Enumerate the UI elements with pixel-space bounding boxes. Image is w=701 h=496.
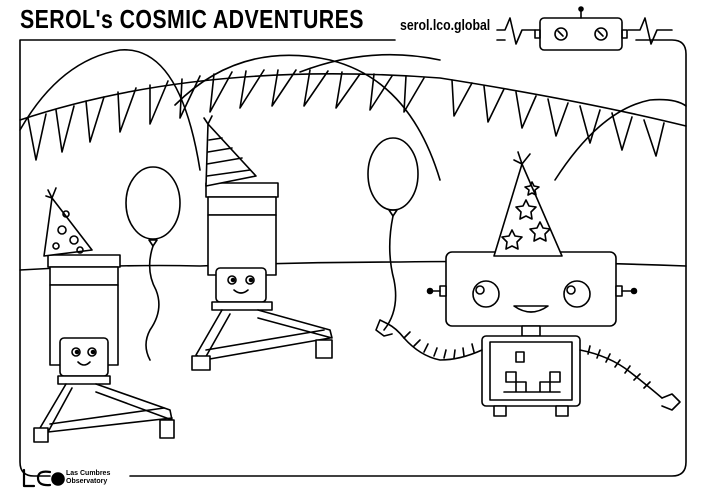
bunting-flags [27,69,665,161]
heartbeat-line-left [496,17,536,45]
party-hat-striped [203,115,257,187]
robot-face-icon [534,6,628,51]
arm-left [387,323,483,361]
page-frame [19,39,687,477]
balloon-left [125,166,181,361]
arm-right [579,349,663,399]
organization-name-line1: Las Cumbres [66,470,111,477]
heartbeat-line-right [627,17,673,45]
organization-name: Las Cumbres Observatory [66,470,110,486]
page-title: SEROL's COSMIC ADVENTURES [20,4,364,34]
website-url: serol.lco.global [400,17,491,34]
serol-robot [375,251,681,417]
party-hat-polka-dots [43,187,93,257]
lco-logo-icon [22,468,65,488]
claw-right [661,393,681,411]
telescope-robot-left [33,254,175,443]
organization-name-line2: Observatory [66,478,108,485]
hill-back [299,53,441,73]
bunting-string [19,73,687,127]
claw-left [375,319,393,337]
party-hat-stars [493,151,563,257]
hill-middle [174,54,441,181]
hill-left [19,49,201,171]
balloon-middle [367,137,419,331]
hill-right [554,98,687,181]
telescope-robot-middle [191,182,333,371]
